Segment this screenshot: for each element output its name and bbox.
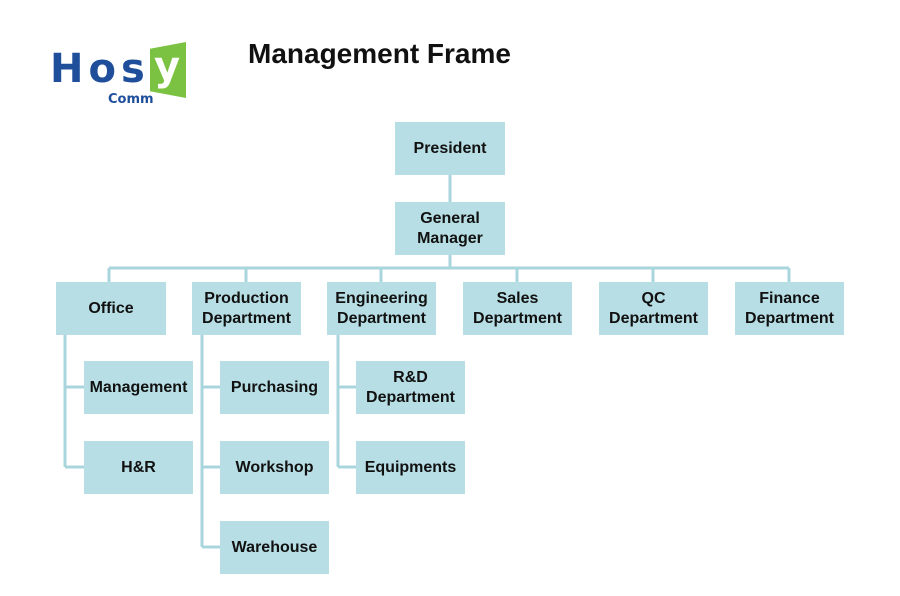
node-production-department: Production Department: [192, 282, 301, 335]
node-management: Management: [84, 361, 193, 414]
node-president: President: [395, 122, 505, 175]
logo-text-main: Hos: [50, 46, 150, 92]
node-equipments: Equipments: [356, 441, 465, 494]
node-purchasing: Purchasing: [220, 361, 329, 414]
node-qc-department: QC Department: [599, 282, 708, 335]
hosy-logo: Hos y Comm: [48, 36, 194, 114]
node-office: Office: [56, 282, 166, 335]
node-general-manager: General Manager: [395, 202, 505, 255]
node-rd-department: R&D Department: [356, 361, 465, 414]
logo-text-accent: y: [154, 44, 181, 90]
node-hr: H&R: [84, 441, 193, 494]
logo-green-panel: [150, 42, 186, 98]
node-workshop: Workshop: [220, 441, 329, 494]
node-finance-department: Finance Department: [735, 282, 844, 335]
node-engineering-department: Engineering Department: [327, 282, 436, 335]
page-title: Management Frame: [248, 38, 511, 69]
node-warehouse: Warehouse: [220, 521, 329, 574]
logo-text-sub: Comm: [108, 92, 154, 107]
node-sales-department: Sales Department: [463, 282, 572, 335]
